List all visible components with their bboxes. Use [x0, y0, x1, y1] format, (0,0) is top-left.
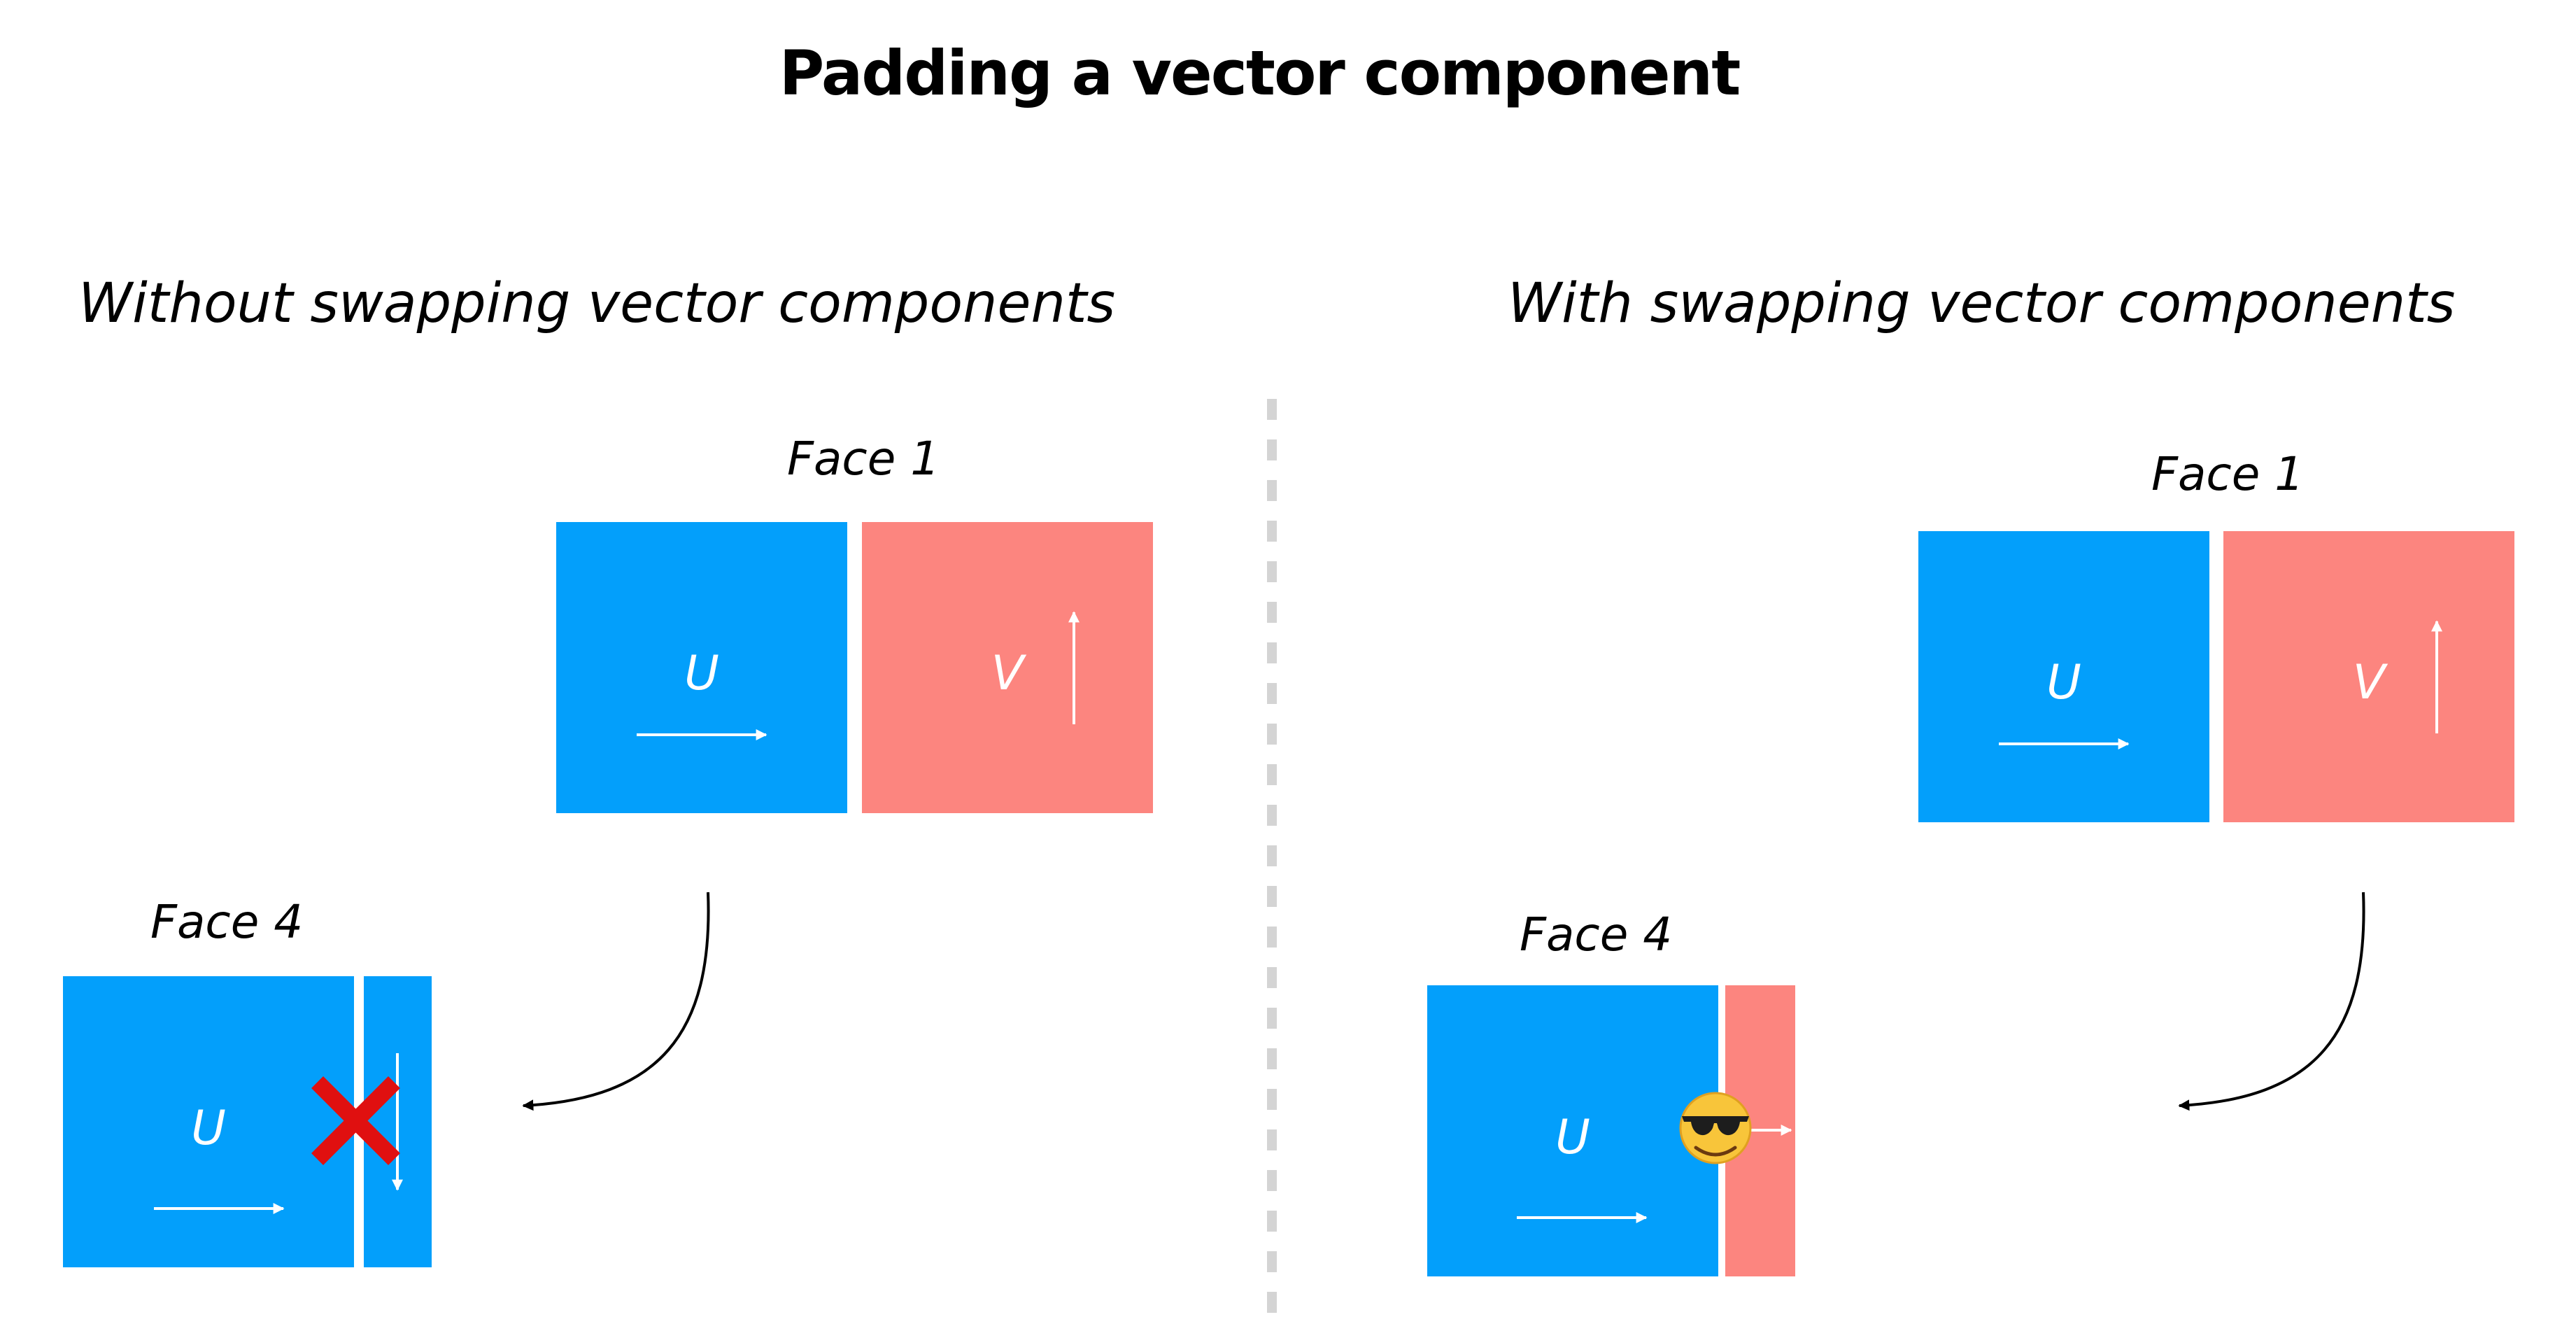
right-face4-label: Face 4 — [1520, 908, 1672, 962]
left-face1-u-square — [556, 522, 847, 813]
right-face1-u-square — [1918, 531, 2209, 822]
right-face4-u-square — [1427, 985, 1718, 1276]
right-heading: With swapping vector components — [1508, 272, 2455, 335]
page-title: Padding a vector component — [779, 37, 1740, 109]
left-face4-label: Face 4 — [150, 895, 303, 949]
left-face1-v-label: V — [991, 646, 1027, 701]
left-heading: Without swapping vector components — [78, 272, 1115, 335]
right-face1-v-square — [2223, 531, 2514, 822]
right-face1-u-label: U — [2046, 655, 2081, 710]
left-panel: Without swapping vector components Face … — [63, 272, 1153, 1267]
right-face1-label: Face 1 — [2151, 447, 2304, 501]
left-face1-v-square — [862, 522, 1153, 813]
right-face4-u-label: U — [1555, 1110, 1590, 1165]
left-face4-u-label: U — [191, 1101, 226, 1156]
right-panel: With swapping vector components Face 1 U… — [1427, 272, 2514, 1276]
right-curved-arrow-icon — [2178, 892, 2365, 1111]
left-face4-u-square — [63, 976, 354, 1267]
right-face1-v-label: V — [2353, 655, 2389, 710]
sunglasses-emoji-icon — [1679, 1092, 1752, 1164]
cross-icon — [311, 1076, 400, 1165]
left-face1-u-label: U — [684, 646, 719, 701]
left-curved-arrow-icon — [522, 892, 710, 1111]
left-face1-label: Face 1 — [787, 432, 940, 486]
